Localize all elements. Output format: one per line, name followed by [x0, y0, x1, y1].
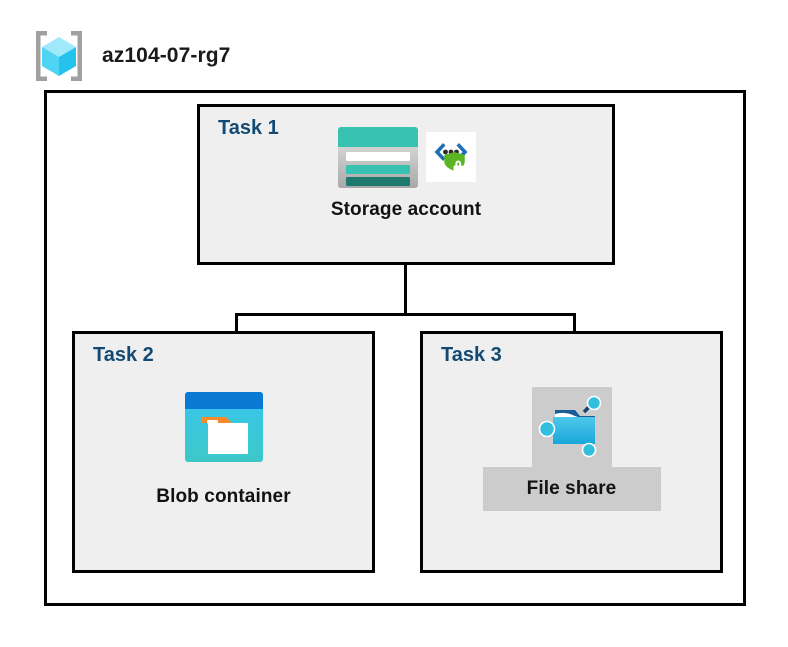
file-share-caption: File share [526, 478, 617, 499]
task-2-label: Task 2 [93, 344, 154, 366]
storage-account-icon [336, 125, 420, 190]
file-share-icon [535, 390, 609, 464]
resource-group-name: az104-07-rg7 [102, 44, 231, 67]
file-share-icon-plate [531, 387, 612, 467]
resource-group-cube-icon [30, 28, 88, 84]
task-3-label: Task 3 [441, 344, 502, 366]
connector-storage-to-bus [404, 265, 407, 315]
file-share-caption-plate: File share [482, 467, 661, 511]
encryption-shield-icon [426, 132, 476, 182]
blob-container-icon [183, 390, 265, 464]
file-share-node: File share [423, 387, 720, 511]
blob-container-caption: Blob container [156, 486, 291, 507]
storage-account-node: Storage account [200, 123, 612, 221]
task-3-box: Task 3 [420, 331, 723, 573]
storage-icon-row [336, 123, 476, 191]
resource-group-header: az104-07-rg7 [30, 28, 230, 84]
task-2-box: Task 2 [72, 331, 375, 573]
task-1-box: Task 1 [197, 104, 615, 265]
task-1-label: Task 1 [218, 117, 279, 139]
blob-container-node: Blob container [75, 390, 372, 508]
connector-horizontal-bus [235, 313, 576, 316]
storage-account-caption: Storage account [330, 199, 482, 220]
